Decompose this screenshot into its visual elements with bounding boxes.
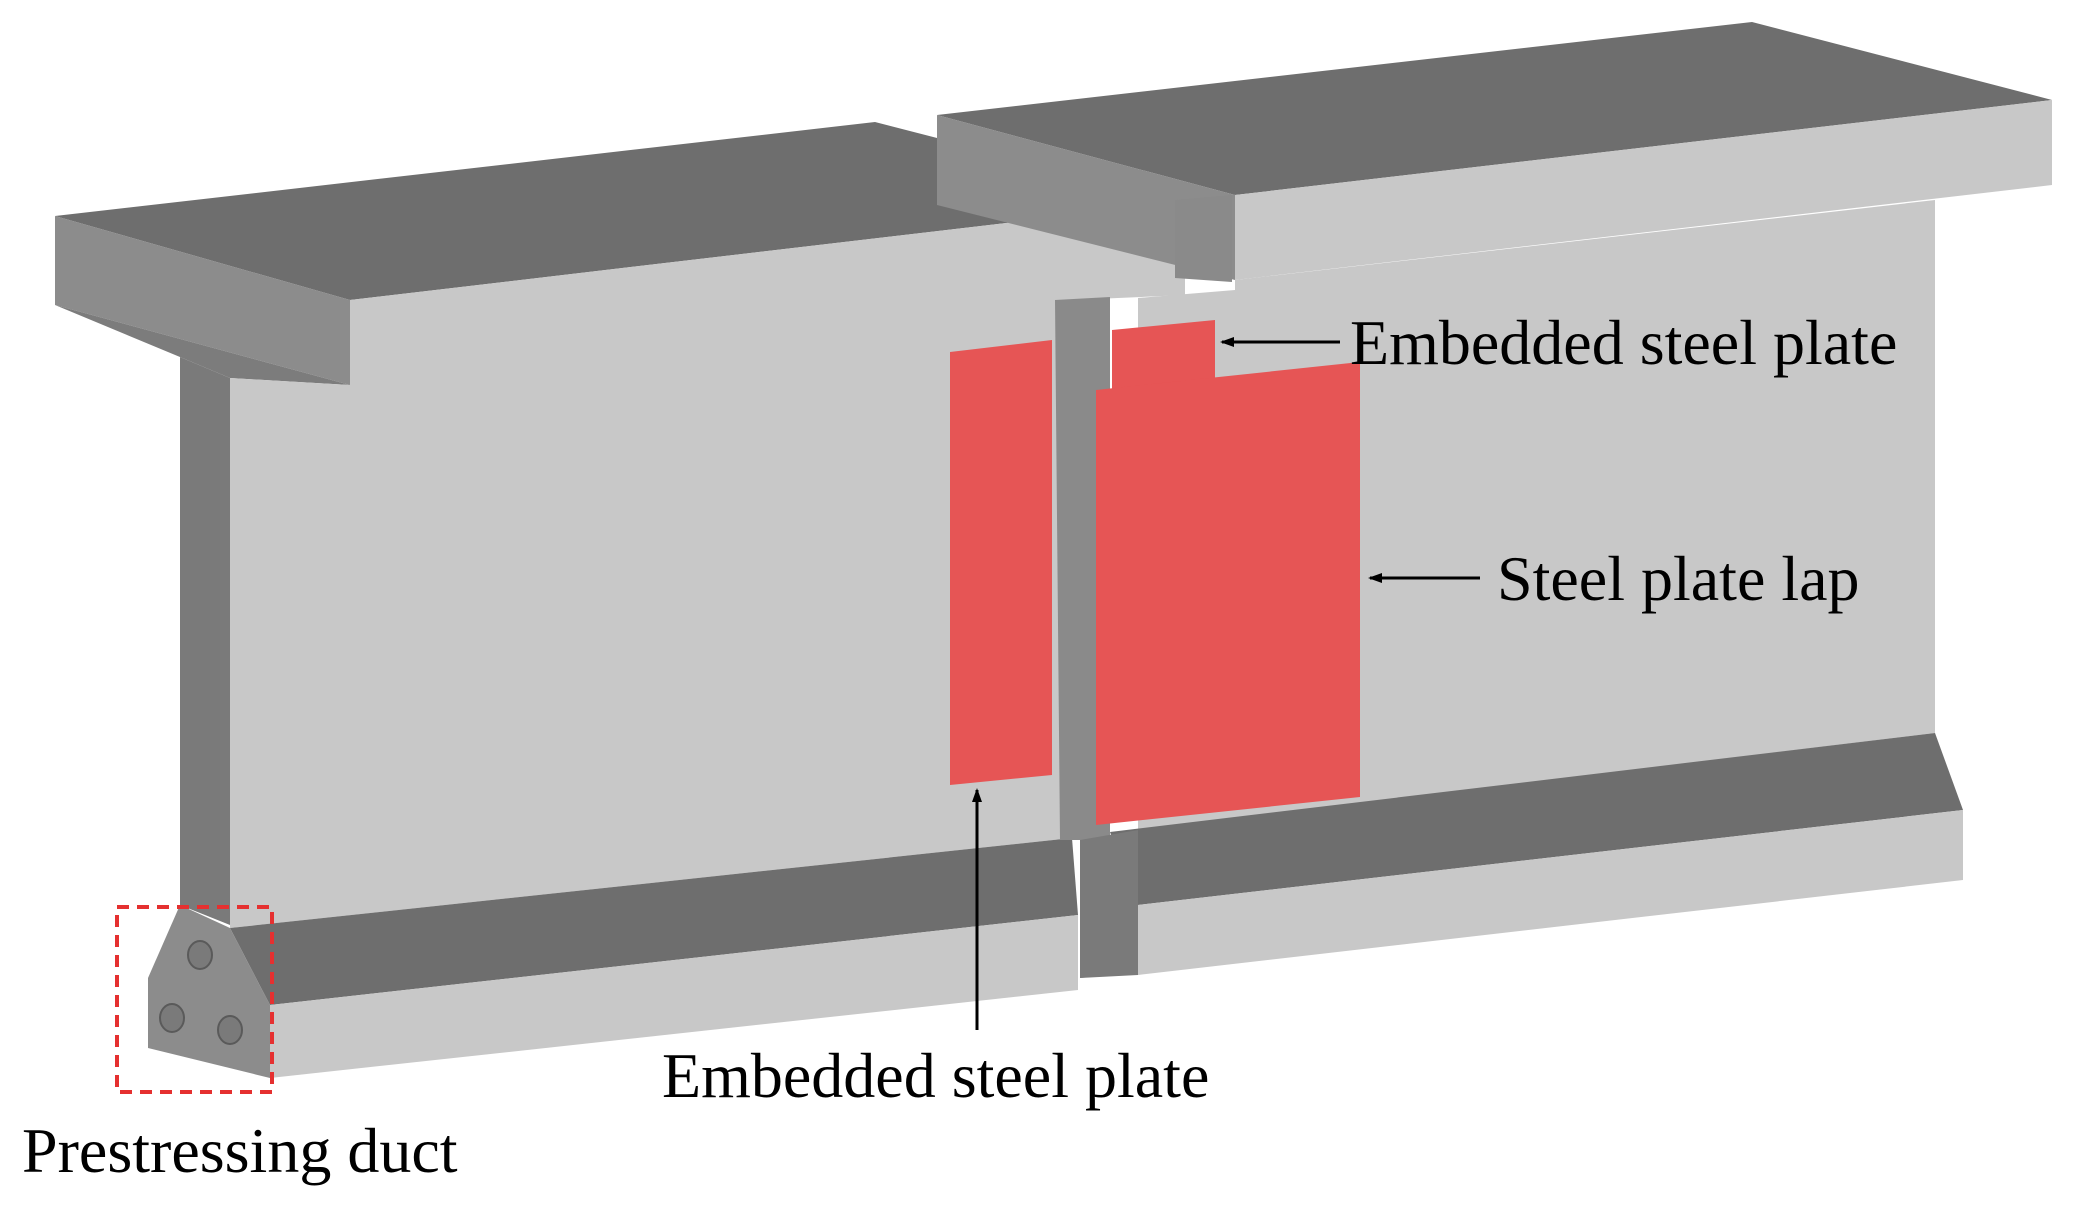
label-steel-plate-lap: Steel plate lap <box>1497 543 1860 614</box>
duct-hole-bottom-right <box>217 1015 243 1045</box>
right-top-slab-right-face <box>1235 100 2052 280</box>
duct-hole-top <box>187 940 213 970</box>
prestressing-ducts <box>159 940 243 1045</box>
left-top-slab-haunch <box>55 305 350 385</box>
left-top-slab-top-face <box>55 122 1185 300</box>
steel-plate-lap <box>1096 362 1360 825</box>
right-top-slab-front-face <box>937 115 1235 280</box>
duct-hole-bottom-left <box>159 1003 185 1033</box>
right-top-slab-top-face <box>937 22 2052 195</box>
left-web-end-face <box>180 357 230 925</box>
right-shear-key <box>1175 195 1232 282</box>
prestressing-duct-highlight-box <box>115 905 274 1094</box>
left-bottom-flange-chamfer <box>230 838 1078 1005</box>
left-girder-segment <box>55 122 1185 1078</box>
embedded-steel-plate-left <box>950 340 1052 785</box>
right-bottom-flange-chamfer <box>1110 733 1963 905</box>
left-bottom-flange-front-face <box>270 915 1078 1078</box>
right-bottom-flange-end-face <box>1080 830 1138 978</box>
annotation-arrows <box>972 337 1480 1030</box>
right-girder-segment <box>937 22 2052 978</box>
right-bottom-flange-front-face <box>1138 810 1963 975</box>
left-top-slab-front-face <box>55 216 350 385</box>
label-prestressing-duct: Prestressing duct <box>22 1115 458 1186</box>
embedded-steel-plate-top-right <box>1112 320 1215 390</box>
steel-plates <box>950 320 1360 825</box>
left-web-front-face <box>230 202 1185 928</box>
label-embedded-steel-plate-top: Embedded steel plate <box>1350 307 1897 378</box>
label-embedded-steel-plate-bottom: Embedded steel plate <box>662 1040 1209 1111</box>
